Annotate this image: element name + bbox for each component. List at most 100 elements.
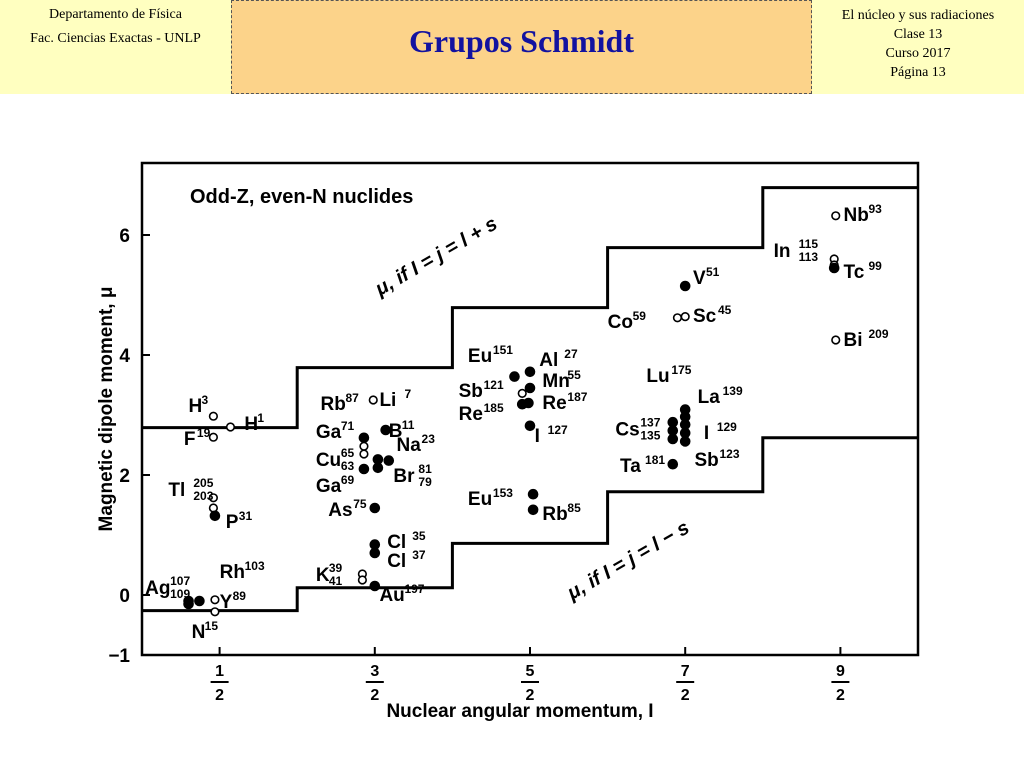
nuclide-mass-number: 115 xyxy=(799,237,819,251)
nuclide-mass-number: 35 xyxy=(412,529,426,543)
nuclide-mass-number: 69 xyxy=(341,473,355,487)
data-point-filled xyxy=(369,502,381,514)
schmidt-lower-line xyxy=(142,436,918,613)
nuclide-label: Rb xyxy=(320,394,345,415)
nuclide-mass-number: 175 xyxy=(671,363,691,377)
nuclide-label: Li xyxy=(379,390,396,411)
y-tick-label: 2 xyxy=(119,466,130,487)
data-point-open xyxy=(517,388,527,399)
data-point-open xyxy=(680,312,690,322)
data-point-filled xyxy=(524,420,536,432)
data-point-filled xyxy=(380,424,391,436)
nuclide-mass-number: 3 xyxy=(202,393,209,407)
faculty-label: Fac. Ciencias Exactas - UNLP xyxy=(30,31,201,46)
nuclide-mass-number: 87 xyxy=(345,391,359,405)
nuclide-label: Y xyxy=(220,592,233,613)
nuclide-mass-number: 19 xyxy=(197,426,211,440)
data-point-open xyxy=(368,395,378,405)
nuclide-label: F xyxy=(184,429,196,450)
nuclide-label: Tl xyxy=(168,480,185,501)
data-point-open xyxy=(359,441,369,451)
x-tick-numerator: 7 xyxy=(681,663,690,680)
nuclide-mass-number: 31 xyxy=(239,509,253,523)
nuclide-mass-number: 139 xyxy=(723,384,743,398)
nuclide-label: Ta xyxy=(620,456,641,477)
nuclide-label: I xyxy=(535,426,540,447)
nuclide-mass-number: 37 xyxy=(412,548,426,562)
nuclide-mass-number: 185 xyxy=(484,401,504,415)
data-point-filled xyxy=(509,371,520,382)
nuclide-mass-number-alt: 109 xyxy=(170,587,190,601)
nuclide-label: I xyxy=(704,423,709,444)
nuclide-label: Cs xyxy=(615,419,639,440)
nuclide-label: B xyxy=(389,421,403,442)
data-point-open xyxy=(208,411,218,421)
nuclide-mass-number: 45 xyxy=(718,303,732,317)
nuclide-mass-number: 23 xyxy=(422,432,436,446)
data-point-filled xyxy=(372,462,384,474)
y-tick-label: 4 xyxy=(119,346,130,367)
y-tick-label: 6 xyxy=(119,226,130,247)
nuclide-label: Cl xyxy=(387,551,406,572)
data-point-filled xyxy=(183,598,194,610)
nuclide-label: Au xyxy=(379,585,404,606)
data-point-open xyxy=(208,493,218,503)
nuclide-label: Cu xyxy=(316,450,341,471)
x-axis-label: Nuclear angular momentum, I xyxy=(386,701,653,722)
data-point-filled xyxy=(527,488,539,500)
nuclide-mass-number: 93 xyxy=(869,202,883,216)
nuclide-mass-number-alt: 203 xyxy=(193,489,213,503)
data-point-open xyxy=(210,595,220,605)
nuclide-mass-number: 59 xyxy=(633,309,647,323)
data-point-filled xyxy=(524,382,536,394)
chart-title: Odd-Z, even-N nuclides xyxy=(190,186,413,208)
data-point-filled xyxy=(679,280,691,292)
nuclide-label: Nb xyxy=(844,205,869,226)
nuclide-label: La xyxy=(698,387,721,408)
nuclide-label: Ga xyxy=(316,422,342,443)
nuclide-mass-number: 151 xyxy=(493,343,513,357)
nuclide-label: Re xyxy=(542,393,566,414)
nuclide-label: Re xyxy=(459,404,483,425)
nuclide-label: P xyxy=(226,512,239,533)
nuclide-label: Eu xyxy=(468,489,492,510)
nuclide-mass-number: 71 xyxy=(341,419,355,433)
data-point-filled xyxy=(667,458,679,470)
data-point-filled xyxy=(527,504,539,516)
nuclide-label: Mn xyxy=(542,371,569,392)
schmidt-upper-label: μ, if I = j = l + s xyxy=(371,213,502,301)
nuclide-label: Rb xyxy=(542,504,567,525)
nuclide-label: Co xyxy=(608,312,633,333)
x-tick-denominator: 2 xyxy=(370,687,379,704)
nuclide-label: Cl xyxy=(387,532,406,553)
nuclide-mass-number-alt: 41 xyxy=(329,574,343,588)
data-point-filled xyxy=(194,595,205,607)
data-point-open xyxy=(672,313,683,323)
data-point-open xyxy=(208,432,218,442)
nuclide-mass-number: 187 xyxy=(567,390,587,404)
nuclide-label: Br xyxy=(393,466,415,487)
nuclide-label: Ag xyxy=(145,578,170,599)
nuclide-mass-number: 65 xyxy=(341,446,355,460)
data-point-filled xyxy=(679,436,691,447)
nuclide-label: N xyxy=(192,622,206,643)
header-title-box: Grupos Schmidt xyxy=(231,0,812,94)
nuclide-mass-number: 129 xyxy=(717,420,737,434)
x-tick-denominator: 2 xyxy=(836,687,845,704)
data-point-filled xyxy=(358,432,370,444)
nuclide-mass-number: 39 xyxy=(329,561,343,575)
class-number: Clase 13 xyxy=(893,27,943,42)
x-tick-numerator: 9 xyxy=(836,663,845,680)
y-tick-label: −1 xyxy=(108,646,130,667)
nuclide-label: Bi xyxy=(844,330,863,351)
data-point-filled xyxy=(369,547,381,559)
data-point-open xyxy=(357,575,367,585)
nuclide-label: In xyxy=(774,241,791,262)
nuclide-label: Tc xyxy=(844,262,865,283)
nuclide-mass-number: 121 xyxy=(484,378,504,392)
nuclide-mass-number: 107 xyxy=(170,574,190,588)
x-tick-denominator: 2 xyxy=(681,687,690,704)
nuclide-label: V xyxy=(693,268,706,289)
nuclide-label: Na xyxy=(397,435,422,456)
